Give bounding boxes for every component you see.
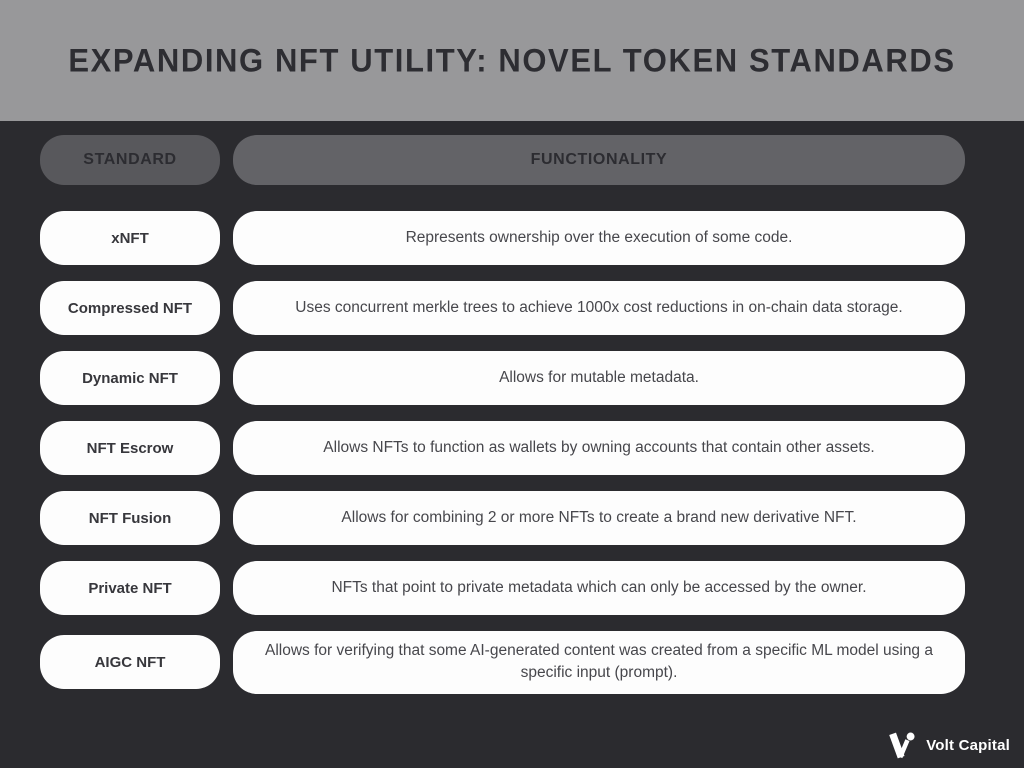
functionality-cell: Allows for mutable metadata. [233, 351, 965, 405]
standards-table: STANDARD FUNCTIONALITY xNFT Represents o… [0, 121, 1024, 694]
volt-v-icon [889, 732, 915, 759]
table-row: NFT Fusion Allows for combining 2 or mor… [40, 491, 965, 545]
standard-cell-label: Private NFT [88, 579, 172, 597]
table-header-row: STANDARD FUNCTIONALITY [40, 135, 965, 185]
functionality-cell-text: Allows for mutable metadata. [499, 368, 699, 386]
functionality-cell: Uses concurrent merkle trees to achieve … [233, 281, 965, 335]
functionality-cell-text: Allows for verifying that some AI-genera… [265, 642, 933, 682]
functionality-cell: NFTs that point to private metadata whic… [233, 561, 965, 615]
table-row: NFT Escrow Allows NFTs to function as wa… [40, 421, 965, 475]
brand-footer: Volt Capital [889, 731, 1010, 760]
functionality-cell: Allows for combining 2 or more NFTs to c… [233, 491, 965, 545]
table-row: AIGC NFT Allows for verifying that some … [40, 631, 965, 694]
standard-cell: Private NFT [40, 561, 220, 615]
standard-cell-label: NFT Escrow [86, 439, 174, 457]
table-body: xNFT Represents ownership over the execu… [40, 211, 965, 694]
standard-cell-label: AIGC NFT [94, 653, 166, 671]
standard-cell-label: NFT Fusion [88, 509, 172, 527]
standard-cell: NFT Escrow [40, 421, 220, 475]
standard-cell: NFT Fusion [40, 491, 220, 545]
functionality-cell-text: Uses concurrent merkle trees to achieve … [295, 298, 903, 316]
table-row: xNFT Represents ownership over the execu… [40, 211, 965, 265]
standard-cell-label: Compressed NFT [67, 299, 193, 317]
page-title: EXPANDING NFT UTILITY: NOVEL TOKEN STAND… [68, 41, 956, 79]
standard-cell: Dynamic NFT [40, 351, 220, 405]
table-row: Compressed NFT Uses concurrent merkle tr… [40, 281, 965, 335]
functionality-cell: Represents ownership over the execution … [233, 211, 965, 265]
standard-cell: xNFT [40, 211, 220, 265]
functionality-column-label: FUNCTIONALITY [530, 151, 668, 168]
functionality-cell-text: NFTs that point to private metadata whic… [331, 578, 867, 596]
standard-cell-label: xNFT [111, 229, 149, 247]
standard-cell: AIGC NFT [40, 635, 220, 690]
standard-cell-label: Dynamic NFT [82, 369, 178, 387]
standard-cell: Compressed NFT [40, 281, 220, 335]
functionality-cell-text: Allows NFTs to function as wallets by ow… [323, 438, 875, 456]
functionality-cell: Allows NFTs to function as wallets by ow… [233, 421, 965, 475]
standard-column-label: STANDARD [83, 151, 177, 168]
title-bar: EXPANDING NFT UTILITY: NOVEL TOKEN STAND… [0, 0, 1024, 121]
table-row: Dynamic NFT Allows for mutable metadata. [40, 351, 965, 405]
functionality-column-header: FUNCTIONALITY [233, 135, 965, 185]
table-row: Private NFT NFTs that point to private m… [40, 561, 965, 615]
functionality-cell-text: Represents ownership over the execution … [405, 228, 793, 246]
functionality-cell-text: Allows for combining 2 or more NFTs to c… [341, 508, 857, 526]
standard-column-header: STANDARD [40, 135, 220, 185]
brand-name: Volt Capital [926, 737, 1010, 754]
functionality-cell: Allows for verifying that some AI-genera… [233, 631, 965, 694]
